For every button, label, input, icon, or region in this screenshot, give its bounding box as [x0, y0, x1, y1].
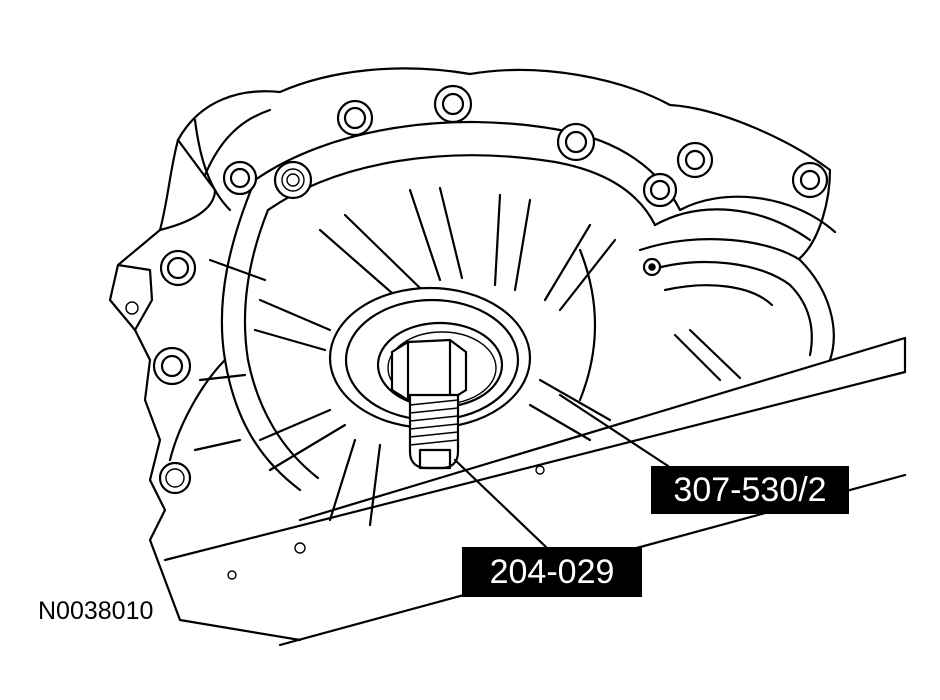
tool-callout-204-029: 204-029	[462, 547, 642, 597]
bolt	[791, 161, 829, 199]
bolt	[222, 160, 258, 196]
bolt	[159, 249, 197, 287]
tool-callout-307-530-2: 307-530/2	[651, 466, 849, 514]
converter-drum	[578, 238, 835, 402]
bolt	[273, 160, 313, 200]
flange-bolts	[152, 84, 829, 495]
housing-ribs	[193, 186, 617, 527]
bolt	[336, 99, 374, 137]
figure-number: N0038010	[38, 597, 154, 625]
leader-lines	[453, 393, 670, 549]
puller-tool	[390, 338, 468, 470]
flange-arcs	[168, 120, 837, 492]
bolt	[433, 84, 473, 124]
bolt	[642, 172, 678, 208]
bolt	[676, 141, 714, 179]
bolt	[556, 122, 596, 162]
bolt	[158, 461, 192, 495]
housing-outline	[108, 67, 832, 642]
bolt	[152, 346, 192, 386]
